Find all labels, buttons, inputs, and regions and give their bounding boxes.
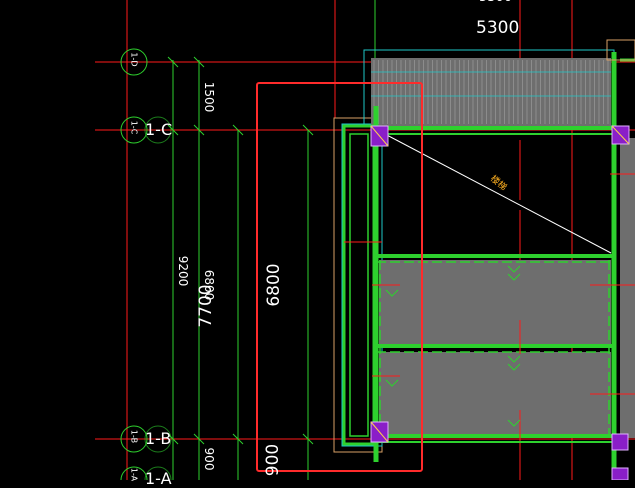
note-frame [606, 39, 635, 61]
bubble-label-1-d: 1-D [129, 52, 139, 67]
stair-diagonal [382, 132, 612, 254]
axis-label-1-b: 1-B [145, 429, 172, 448]
column-4 [611, 433, 629, 451]
highlight-box [256, 82, 423, 472]
dimension-top: 5300 [476, 18, 520, 38]
slab-panel-right [620, 138, 635, 438]
columns [370, 125, 630, 480]
red-ticks [344, 173, 635, 440]
dimension-900-small: 900 [202, 447, 216, 471]
bubble-label-1-c: 1-C [129, 120, 139, 135]
dimension-6800: 6800 [264, 263, 284, 307]
bubble-label-1-a: 1-A [129, 467, 139, 482]
axis-label-1-c: 1-C [145, 120, 173, 139]
axis-label-1-a: 1-A [145, 469, 172, 488]
slab-hatch [373, 60, 609, 124]
dimension-9200: 9200 [176, 255, 190, 287]
dimension-top-partial: 5300 [479, 0, 512, 5]
slab-panel-1 [379, 260, 611, 344]
beams [342, 52, 635, 480]
dim-ticks [167, 56, 314, 445]
slab-panel-2 [379, 352, 611, 436]
column-5 [611, 467, 629, 480]
dimension-1500: 1500 [202, 81, 216, 113]
axis-bubbles [120, 48, 172, 480]
dimension-7700: 7700 [196, 284, 216, 328]
green-marks [385, 265, 521, 427]
bubble-label-1-b: 1-B [129, 429, 139, 444]
dimension-900: 900 [263, 443, 283, 477]
